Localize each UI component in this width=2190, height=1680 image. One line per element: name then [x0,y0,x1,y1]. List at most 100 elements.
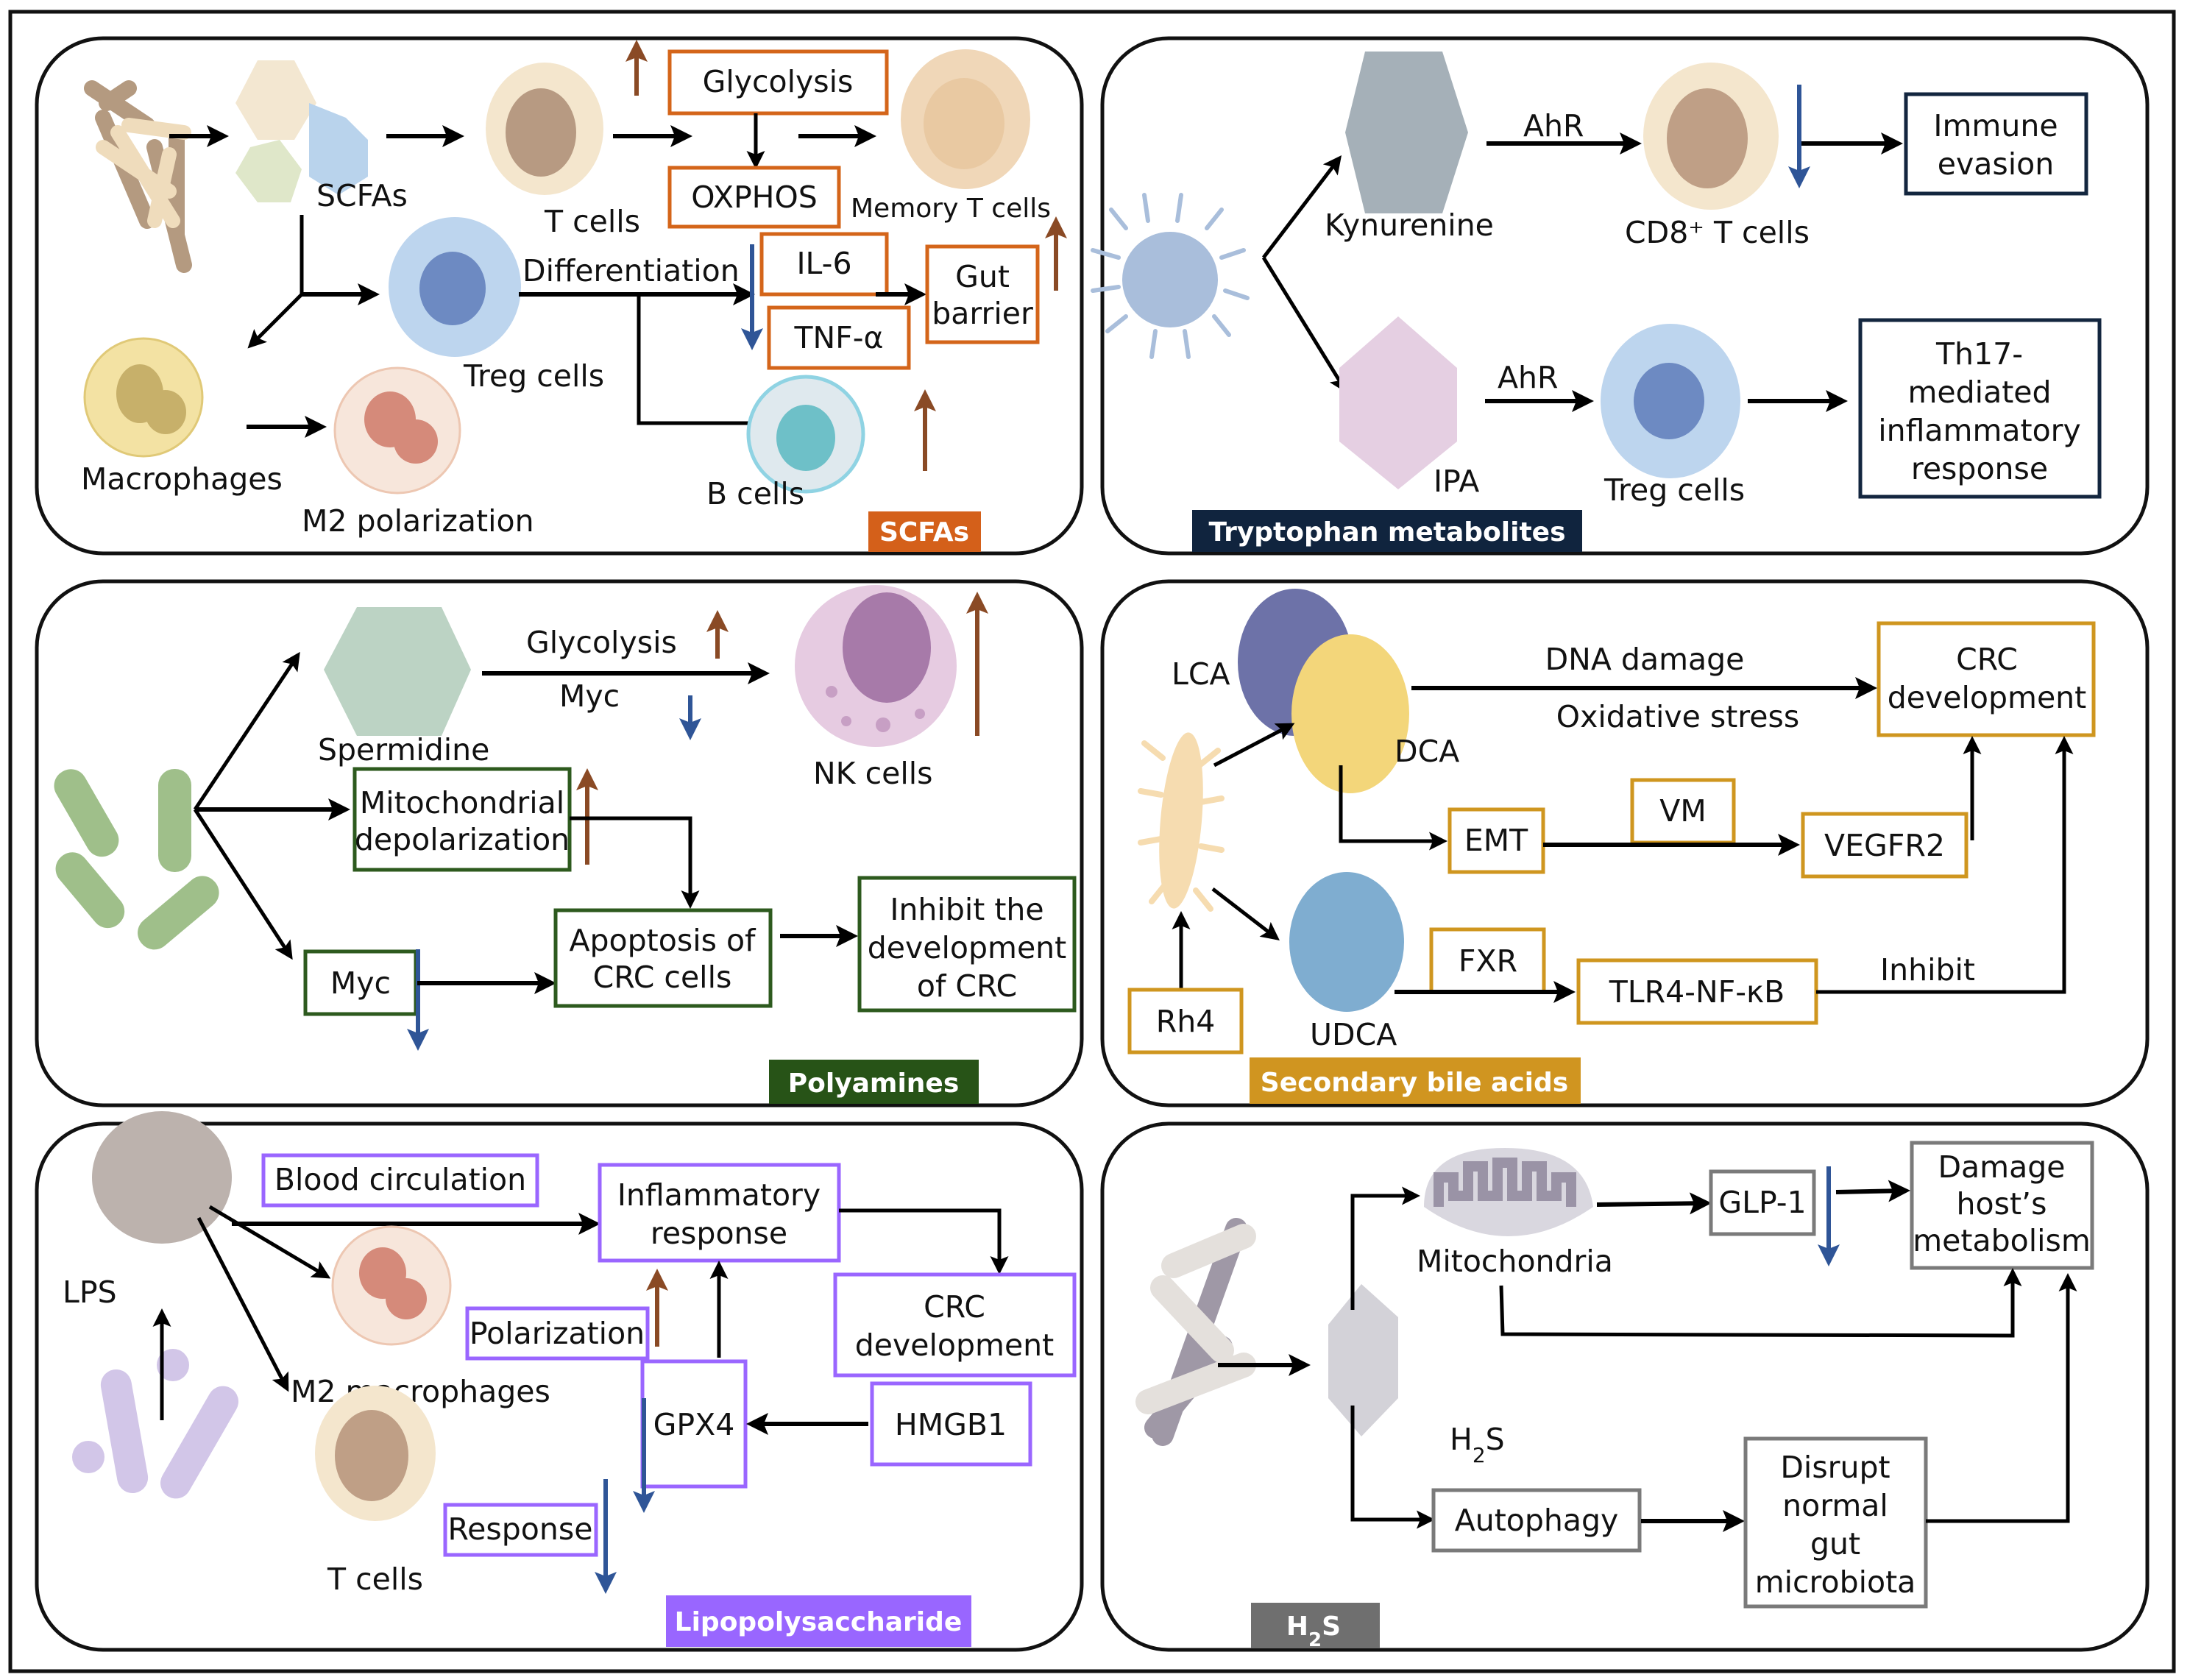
hmgb1-text: HMGB1 [895,1407,1007,1442]
rh4-text: Rh4 [1156,1004,1216,1039]
glp1-box [1709,1169,1816,1236]
emt-box [1447,807,1545,874]
oxphos-text: OXPHOS [691,180,818,215]
scfas-badge [868,511,981,552]
il6-box [759,232,889,297]
crc-text-1-lps: CRC [924,1289,985,1325]
crc-text-2-bile: development [1888,680,2086,715]
damage-text-1: Damage [1938,1149,2065,1185]
glycolysis-box [667,49,889,116]
gut-barrier-text-1: Gut [955,259,1010,294]
nk-cells-label: NK cells [813,756,933,791]
lps-label: LPS [63,1275,117,1310]
bile-acids-badge-label: Secondary bile acids [1261,1068,1568,1098]
autophagy-box [1431,1488,1642,1553]
lps-badge [666,1595,971,1647]
inhibit-text-2: development [868,930,1066,965]
il6-text: IL-6 [796,246,851,281]
gut-barrier-text-2: barrier [932,296,1033,331]
b-cells-label: B cells [706,476,804,511]
tryptophan-badge [1192,510,1582,552]
damage-metabolism-box [1910,1141,2094,1270]
mitochondria-icon [1424,1148,1593,1236]
nk-cell-icon [795,585,957,747]
bile-bacterium-icon [1138,732,1225,912]
vm-box [1630,778,1736,845]
gpx4-text: GPX4 [653,1407,735,1442]
panel-scfas: SCFAs T cells Glycolysis OXPHOS Memory T… [35,36,1084,556]
crc-development-box-lps [833,1272,1077,1378]
damage-text-3: metabolism [1913,1223,2091,1258]
immune-evasion-text-2: evasion [1938,146,2054,182]
ipa-hexagon [1339,316,1457,489]
h2s-hexagon [1328,1284,1398,1436]
crc-text-2-lps: development [855,1328,1054,1363]
emt-text: EMT [1464,823,1528,858]
scfa-hexagon-blue [309,103,368,195]
inhibit-crc-box [857,876,1077,1013]
vm-text: VM [1659,793,1706,829]
vegfr2-box [1801,812,1968,879]
mitochondria-label: Mitochondria [1417,1244,1613,1279]
lps-badge-label: Lipopolysaccharide [675,1607,963,1637]
hmgb1-box [870,1381,1032,1467]
panel-lps: LPS Blood circulation Inflammatory respo… [35,1111,1084,1652]
h2s-bacteria-icon [1135,1218,1256,1446]
apoptosis-box [553,908,773,1008]
b-cell-icon [746,375,865,494]
myc-box-text: Myc [330,965,391,1001]
fxr-text: FXR [1459,943,1517,979]
inflammatory-text-2: response [651,1216,787,1251]
oxphos-box [667,166,841,229]
panel-bile-acids: LCA DCA DNA damage Oxidative stress CRC … [1100,579,2150,1107]
h2s-label: H2S [1450,1422,1505,1467]
tryptophan-badge-label: Tryptophan metabolites [1208,517,1565,547]
mitochondrial-depolarization-box [352,767,572,872]
disrupt-text-2: normal [1782,1488,1888,1523]
lps-circle [92,1111,232,1244]
lca-label: LCA [1172,656,1230,692]
scfas-badge-label: SCFAs [879,517,969,547]
polyamines-badge-label: Polyamines [788,1068,960,1099]
memory-t-cell-icon [901,49,1030,189]
panel-polyamines: Spermidine Glycolysis Myc NK cells Mitoc… [35,579,1084,1107]
myc-box [303,949,418,1016]
dna-damage-label: DNA damage [1545,642,1745,677]
myc-label-top: Myc [559,678,620,714]
ahr-bottom-label: AhR [1498,360,1559,395]
blood-circulation-box [261,1153,539,1208]
t-cell-icon [486,63,603,195]
dca-label: DCA [1395,734,1459,769]
m2-polarization-label: M2 polarization [302,503,534,539]
gut-barrier-box [925,244,1040,344]
h2s-badge [1251,1603,1380,1648]
oxidative-stress-label: Oxidative stress [1556,699,1799,734]
response-box [443,1503,598,1557]
spermidine-hexagon [324,607,471,736]
t-cells-label-lps: T cells [327,1562,423,1597]
udca-label: UDCA [1310,1017,1397,1052]
cd8-t-cells-label: CD8⁺ T cells [1625,215,1810,250]
treg-cells-label: Treg cells [463,358,604,394]
damage-text-2: host’s [1957,1186,2047,1222]
autophagy-text: Autophagy [1455,1503,1619,1538]
dca-circle [1291,634,1409,793]
blood-circulation-text: Blood circulation [274,1162,526,1197]
response-text: Response [448,1511,593,1547]
green-bacteria-icon [54,769,219,950]
glp1-text: GLP-1 [1718,1185,1806,1220]
disrupt-text-1: Disrupt [1780,1450,1890,1485]
immune-evasion-box [1904,92,2088,196]
spermidine-label: Spermidine [318,732,489,768]
rh4-box [1127,988,1244,1055]
disrupt-text-4: microbiota [1755,1564,1916,1600]
udca-circle [1289,872,1404,1012]
m2-macrophage-icon [333,366,461,495]
macrophage-icon [83,337,204,458]
cd8-t-cell-icon [1643,63,1779,210]
tlr4-text: TLR4-NF-κB [1609,974,1785,1010]
inhibit-text-3: of CRC [917,968,1017,1004]
tnfa-text: TNF-α [793,320,883,355]
treg-cell-icon-tryptophan [1601,324,1740,478]
